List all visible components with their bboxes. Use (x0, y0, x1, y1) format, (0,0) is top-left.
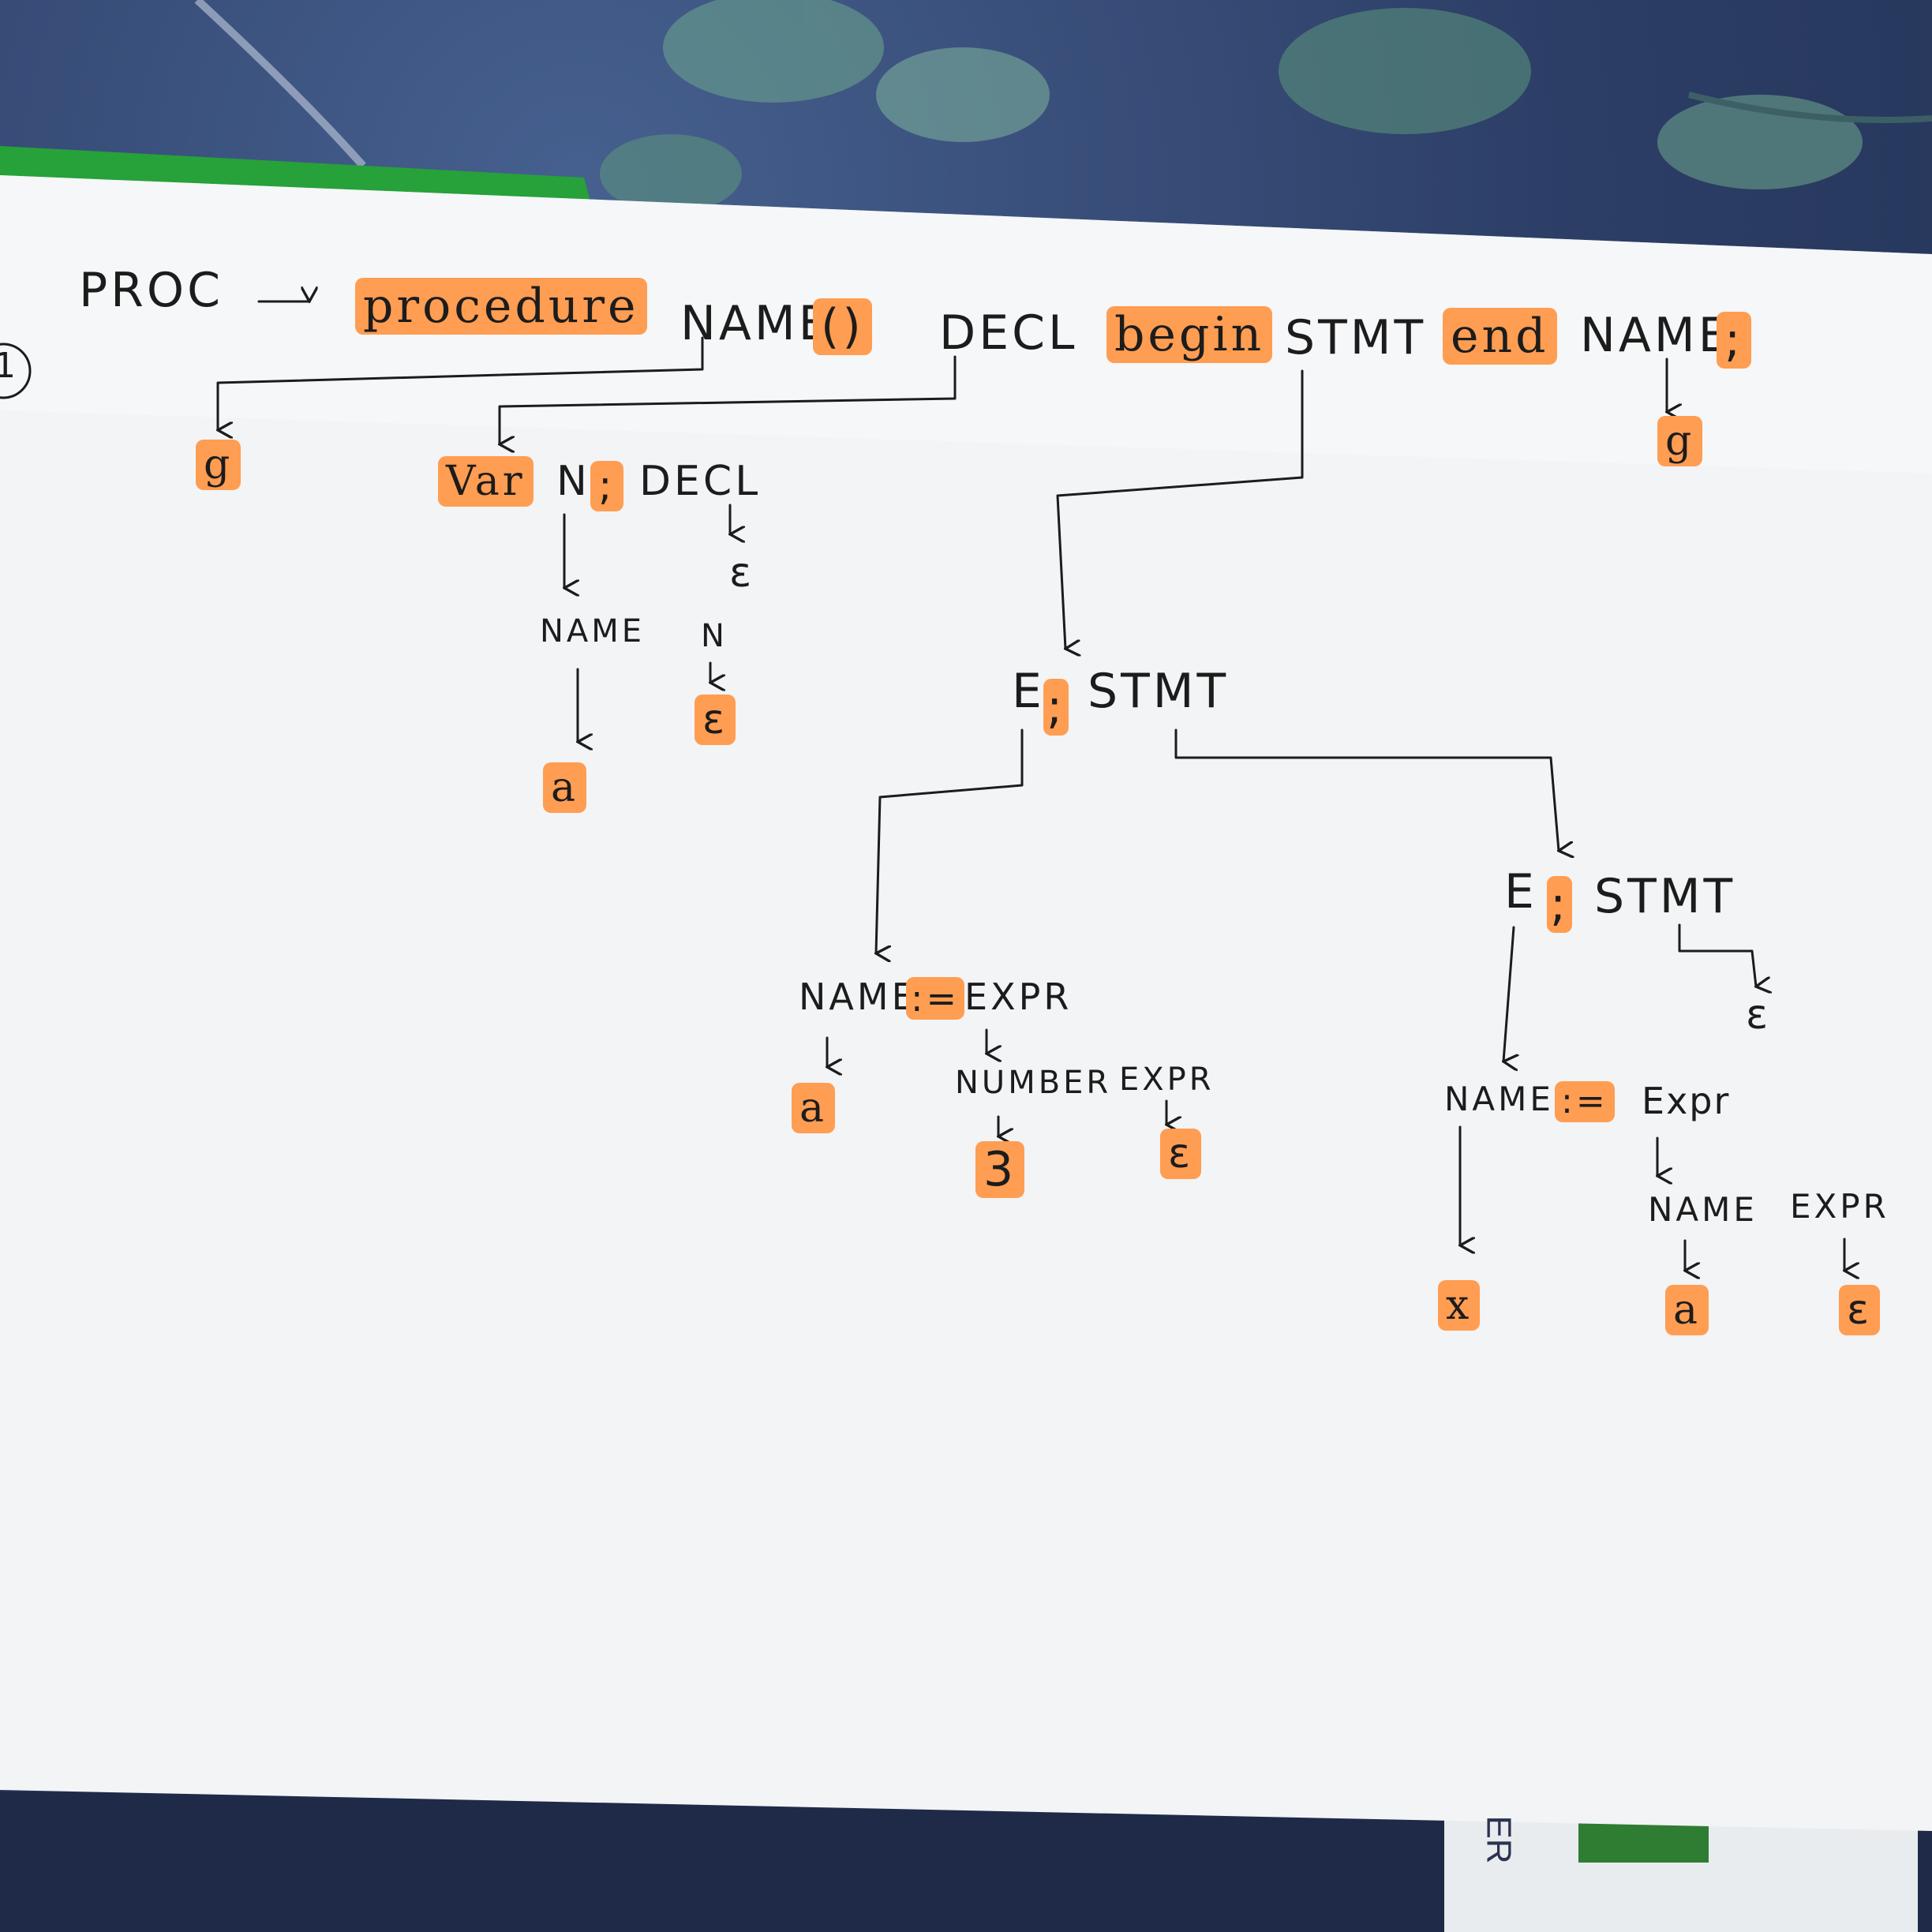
assign1-expr2: EXPR (1119, 1061, 1215, 1098)
assign2-op: := (1555, 1081, 1615, 1122)
token-stmt2: STMT (1594, 869, 1736, 924)
leaf-a-assign2: a (1665, 1285, 1709, 1335)
leaf-a-assign1: a (792, 1083, 836, 1133)
token-begin: begin (1106, 306, 1273, 363)
token-procedure: procedure (355, 278, 647, 335)
page-marker: 1 (0, 346, 19, 386)
paper-sheet (0, 175, 1932, 1831)
leaf-g: g (196, 440, 242, 490)
page-marker-circle (0, 343, 32, 399)
token-stmt: STMT (1285, 310, 1427, 365)
assign2-expr-expr: EXPR (1790, 1187, 1889, 1226)
assign2-name: NAME (1444, 1080, 1554, 1118)
token-n: N (556, 458, 590, 505)
production-lhs: PROC (79, 263, 223, 318)
token-decl: DECL (939, 305, 1078, 361)
n2-epsilon: ε (695, 695, 736, 745)
assign1-expr2-epsilon: ε (1160, 1129, 1202, 1179)
token-decl-semicolon: ; (590, 461, 623, 511)
token-decl-inner: DECL (639, 458, 762, 505)
decl-epsilon: ε (729, 549, 755, 597)
leaf-a-decl: a (543, 762, 587, 813)
assign1-number: NUMBER (955, 1065, 1112, 1101)
token-end: end (1443, 308, 1557, 365)
token-e2-semicolon: ; (1547, 876, 1573, 933)
cloth-pattern (194, 0, 1932, 213)
leaf-x: x (1438, 1280, 1481, 1331)
assign2-expr-epsilon: ε (1839, 1285, 1881, 1335)
assign2-expr: Expr (1642, 1080, 1731, 1122)
token-n2: N (701, 618, 728, 654)
token-name: NAME (680, 296, 832, 351)
token-name-end: NAME (1580, 308, 1732, 363)
parse-tree-connectors (218, 301, 1844, 1271)
assign2-expr-name: NAME (1648, 1190, 1758, 1229)
stmt2-epsilon: ε (1746, 991, 1772, 1039)
leaf-g-end: g (1657, 416, 1703, 466)
token-e1: E (1012, 664, 1045, 719)
leaf-3: 3 (975, 1141, 1025, 1198)
token-var: Var (438, 456, 534, 507)
token-semicolon: ; (1717, 312, 1752, 369)
token-n-name: NAME (540, 613, 646, 650)
assign1-op: := (906, 977, 965, 1020)
token-stmt1: STMT (1088, 664, 1230, 719)
assign1-name: NAME (799, 975, 918, 1018)
token-parens: () (813, 298, 872, 355)
folder-label-text: ER (1479, 1815, 1518, 1864)
assign1-expr: EXPR (964, 975, 1073, 1018)
token-e1-semicolon: ; (1043, 679, 1069, 736)
token-e2: E (1504, 864, 1537, 919)
